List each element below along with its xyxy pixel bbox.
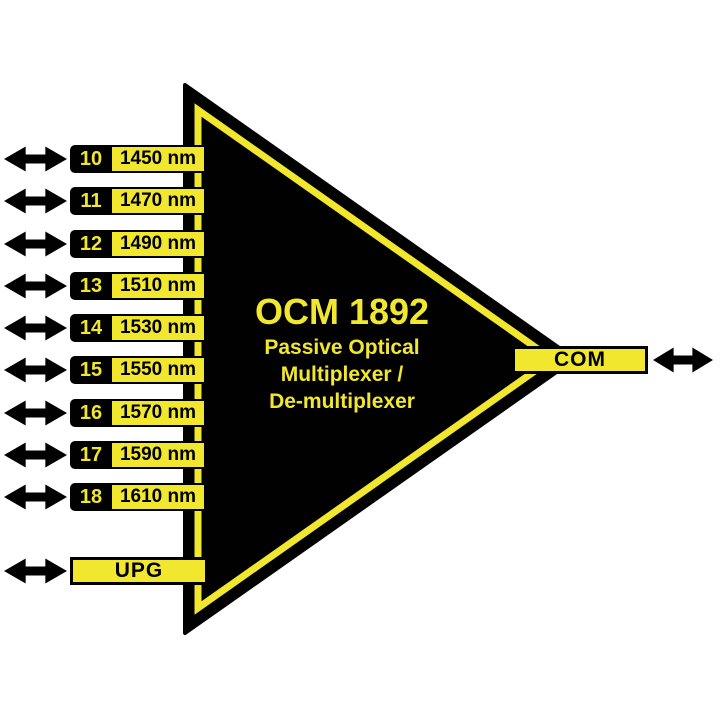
device-info: OCM 1892 Passive Optical Multiplexer / D… (228, 293, 456, 415)
channel-bar: 12 1490 nm (70, 230, 208, 258)
bidirectional-arrow-icon (4, 273, 67, 299)
channel-wavelength-label: 1470 nm (112, 189, 204, 213)
channel-wavelength-label: 1490 nm (112, 232, 204, 256)
channel-port-number: 17 (79, 444, 103, 466)
channel-row-12: 12 1490 nm (4, 230, 208, 258)
channel-bar: 18 1610 nm (70, 483, 208, 511)
channel-port-number: 16 (79, 402, 103, 424)
channel-bar: 14 1530 nm (70, 314, 208, 342)
channel-bar: 10 1450 nm (70, 145, 208, 173)
channel-bar: 16 1570 nm (70, 399, 208, 427)
channel-row-18: 18 1610 nm (4, 483, 208, 511)
channel-row-13: 13 1510 nm (4, 272, 208, 300)
device-subtitle-line-3: De-multiplexer (269, 390, 415, 413)
bidirectional-arrow-icon (4, 484, 67, 510)
channel-port-number: 11 (80, 190, 102, 212)
channel-wavelength-label: 1510 nm (112, 274, 204, 298)
bidirectional-arrow-icon (4, 558, 67, 584)
channel-bar: 11 1470 nm (70, 187, 208, 215)
channel-row-16: 16 1570 nm (4, 399, 208, 427)
channel-port-number: 18 (79, 486, 103, 508)
channel-row-10: 10 1450 nm (4, 145, 208, 173)
channel-row-14: 14 1530 nm (4, 314, 208, 342)
channel-port-number: 12 (79, 233, 103, 255)
device-subtitle-line-2: Multiplexer / (280, 363, 404, 386)
channel-wavelength-label: 1550 nm (112, 358, 204, 382)
device-title: OCM 1892 (254, 291, 430, 332)
bidirectional-arrow-icon (4, 357, 67, 383)
com-port: COM (512, 346, 713, 374)
channel-port-number: 15 (79, 359, 103, 381)
channel-wavelength-label: 1450 nm (112, 147, 204, 171)
channel-row-11: 11 1470 nm (4, 187, 208, 215)
bidirectional-arrow-icon (4, 315, 67, 341)
channel-row-17: 17 1590 nm (4, 441, 208, 469)
bidirectional-arrow-icon (4, 231, 67, 257)
bidirectional-arrow-icon (653, 347, 713, 373)
com-port-label: COM (554, 348, 606, 371)
upg-port-box: UPG (70, 557, 208, 585)
upg-port-label: UPG (114, 559, 164, 582)
channel-port-number: 13 (79, 275, 103, 297)
channel-port-number: 14 (79, 317, 103, 339)
channel-port-number: 10 (79, 148, 103, 170)
device-subtitle-line-1: Passive Optical (264, 336, 420, 359)
channel-wavelength-label: 1570 nm (112, 401, 204, 425)
upg-port: UPG (4, 557, 208, 585)
channel-bar: 17 1590 nm (70, 441, 208, 469)
channel-row-15: 15 1550 nm (4, 356, 208, 384)
channel-bar: 15 1550 nm (70, 356, 208, 384)
channel-wavelength-label: 1610 nm (112, 485, 204, 509)
channel-wavelength-label: 1590 nm (112, 443, 204, 467)
bidirectional-arrow-icon (4, 400, 67, 426)
channel-wavelength-label: 1530 nm (112, 316, 204, 340)
com-port-box: COM (512, 346, 648, 374)
channel-bar: 13 1510 nm (70, 272, 208, 300)
bidirectional-arrow-icon (4, 146, 67, 172)
bidirectional-arrow-icon (4, 188, 67, 214)
bidirectional-arrow-icon (4, 442, 67, 468)
